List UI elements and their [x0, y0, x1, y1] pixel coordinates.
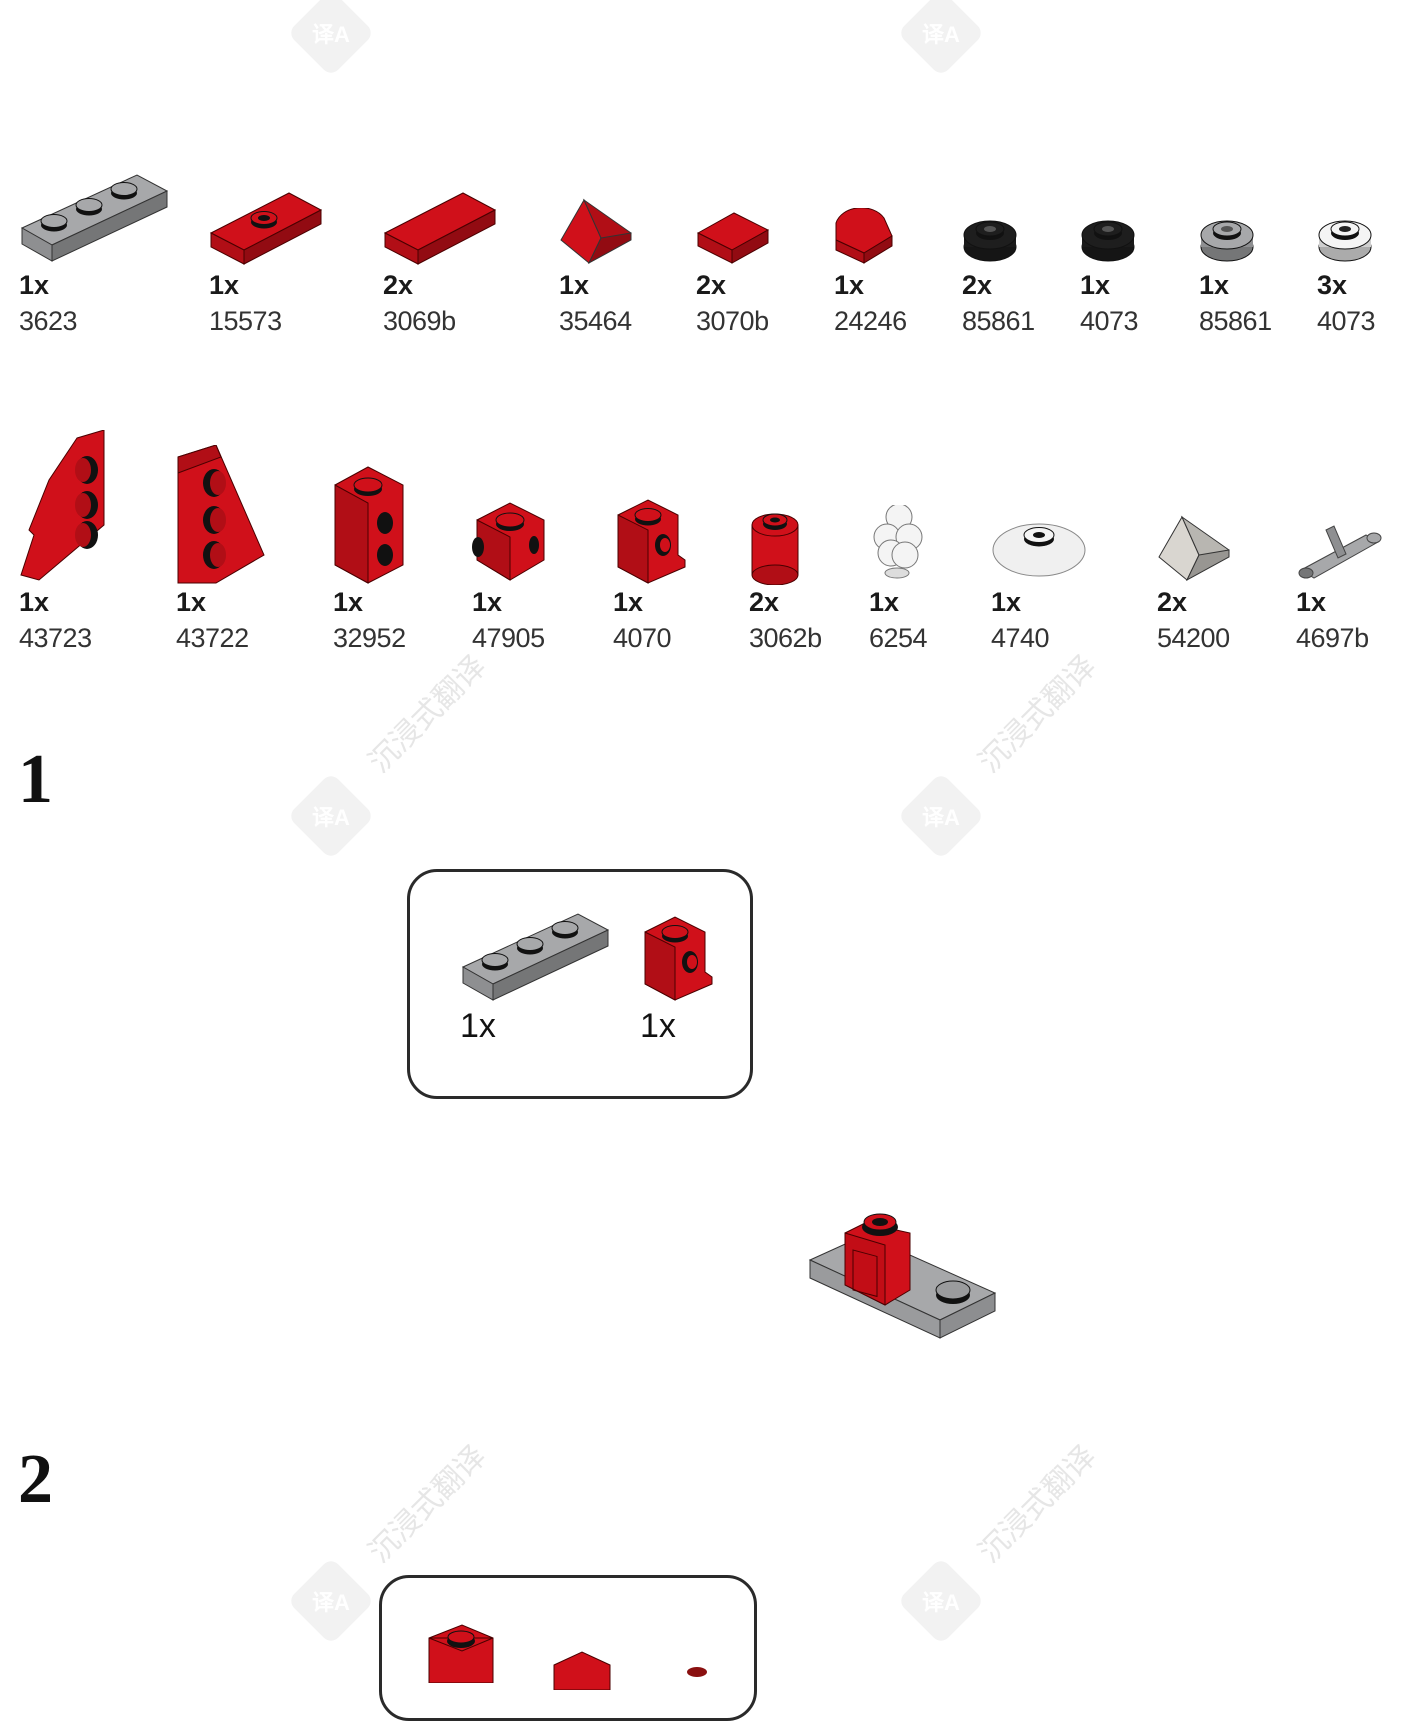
part-number: 24246 [834, 306, 907, 336]
part-number: 32952 [333, 623, 406, 653]
watermark-text: 沉浸式翻译 [972, 649, 1103, 780]
step-number: 1 [18, 741, 53, 818]
watermark-logo: 译A [897, 1557, 985, 1645]
part-quantity: 1x [1080, 270, 1111, 300]
wedgeL-part-icon [19, 418, 179, 585]
part-number: 43723 [19, 623, 92, 653]
part-quantity: 2x [383, 270, 414, 300]
part-number: 85861 [962, 306, 1035, 336]
watermark-logo: 译A [897, 0, 985, 77]
part-quantity: 1x [19, 587, 50, 617]
part-quantity: 1x [559, 270, 590, 300]
grapes-part-icon [869, 418, 1029, 585]
part-quantity: 1x [1199, 270, 1230, 300]
callout-part-brick [552, 1650, 612, 1695]
watermark-logo: 译A [287, 0, 375, 77]
part-quantity: 1x [176, 587, 207, 617]
part-number: 35464 [559, 306, 632, 336]
part-quantity: 1x [613, 587, 644, 617]
part-number: 54200 [1157, 623, 1230, 653]
part-number: 47905 [472, 623, 545, 653]
callout-part-brick [427, 1623, 497, 1688]
part-quantity: 1x [19, 270, 50, 300]
watermark-text: 沉浸式翻译 [362, 649, 493, 780]
part-quantity: 2x [962, 270, 993, 300]
watermark-text: 沉浸式翻译 [972, 1439, 1103, 1570]
part-quantity: 1x [1296, 587, 1327, 617]
part-number: 4073 [1080, 306, 1139, 336]
part-number: 4070 [613, 623, 672, 653]
roundplate-part-icon [1317, 138, 1407, 268]
roundplate-part-icon [962, 138, 1122, 268]
headlight-part-icon [613, 418, 773, 585]
part-quantity: 1x [869, 587, 900, 617]
part-number: 85861 [1199, 306, 1272, 336]
dish-part-icon [991, 418, 1151, 585]
part-quantity: 1x [991, 587, 1022, 617]
watermark-logo: 译A [897, 772, 985, 860]
slope-part-icon [559, 138, 719, 268]
part-number: 4697b [1296, 623, 1369, 653]
jumper-part-icon [209, 138, 369, 268]
watermark-text: 沉浸式翻译 [362, 1439, 493, 1570]
watermark-logo: 译A [287, 772, 375, 860]
part-quantity: 2x [696, 270, 727, 300]
callout-part-headlight [640, 912, 715, 1007]
roundtile-part-icon [834, 138, 994, 268]
part-quantity: 1x [472, 587, 503, 617]
step-1-assembly [805, 1205, 1005, 1360]
roundplate-part-icon [1080, 138, 1240, 268]
step-1-parts-callout: 1x 1x [407, 869, 753, 1099]
part-number: 3069b [383, 306, 456, 336]
part-number: 3062b [749, 623, 822, 653]
part-quantity: 3x [1317, 270, 1348, 300]
wedgeR-part-icon [176, 418, 336, 585]
part-quantity: 1x [209, 270, 240, 300]
tile2-part-icon [383, 138, 543, 268]
step-number: 2 [18, 1441, 53, 1518]
part-number: 3070b [696, 306, 769, 336]
step-2-parts-callout [379, 1575, 757, 1721]
slope-part-icon [1157, 418, 1317, 585]
part-number: 3623 [19, 306, 78, 336]
part-quantity: 2x [1157, 587, 1188, 617]
watermark-logo: 译A [287, 1557, 375, 1645]
callout-part-round [682, 1660, 712, 1695]
roundbrick-part-icon [749, 418, 909, 585]
part-number: 4740 [991, 623, 1050, 653]
part-quantity: 1x [333, 587, 364, 617]
callout-part-qty: 1x [640, 1007, 676, 1045]
roundplate-part-icon [1199, 138, 1359, 268]
part-number: 6254 [869, 623, 928, 653]
part-quantity: 2x [749, 587, 780, 617]
part-number: 4073 [1317, 306, 1376, 336]
tallbrick-part-icon [333, 418, 493, 585]
pneumaticT-part-icon [1296, 418, 1407, 585]
part-quantity: 1x [834, 270, 865, 300]
plate3-part-icon [19, 138, 179, 268]
part-number: 15573 [209, 306, 282, 336]
callout-part-qty: 1x [460, 1007, 496, 1045]
tile1-part-icon [696, 138, 856, 268]
part-number: 43722 [176, 623, 249, 653]
callout-part-plate [460, 912, 610, 1012]
brick1-part-icon [472, 418, 632, 585]
